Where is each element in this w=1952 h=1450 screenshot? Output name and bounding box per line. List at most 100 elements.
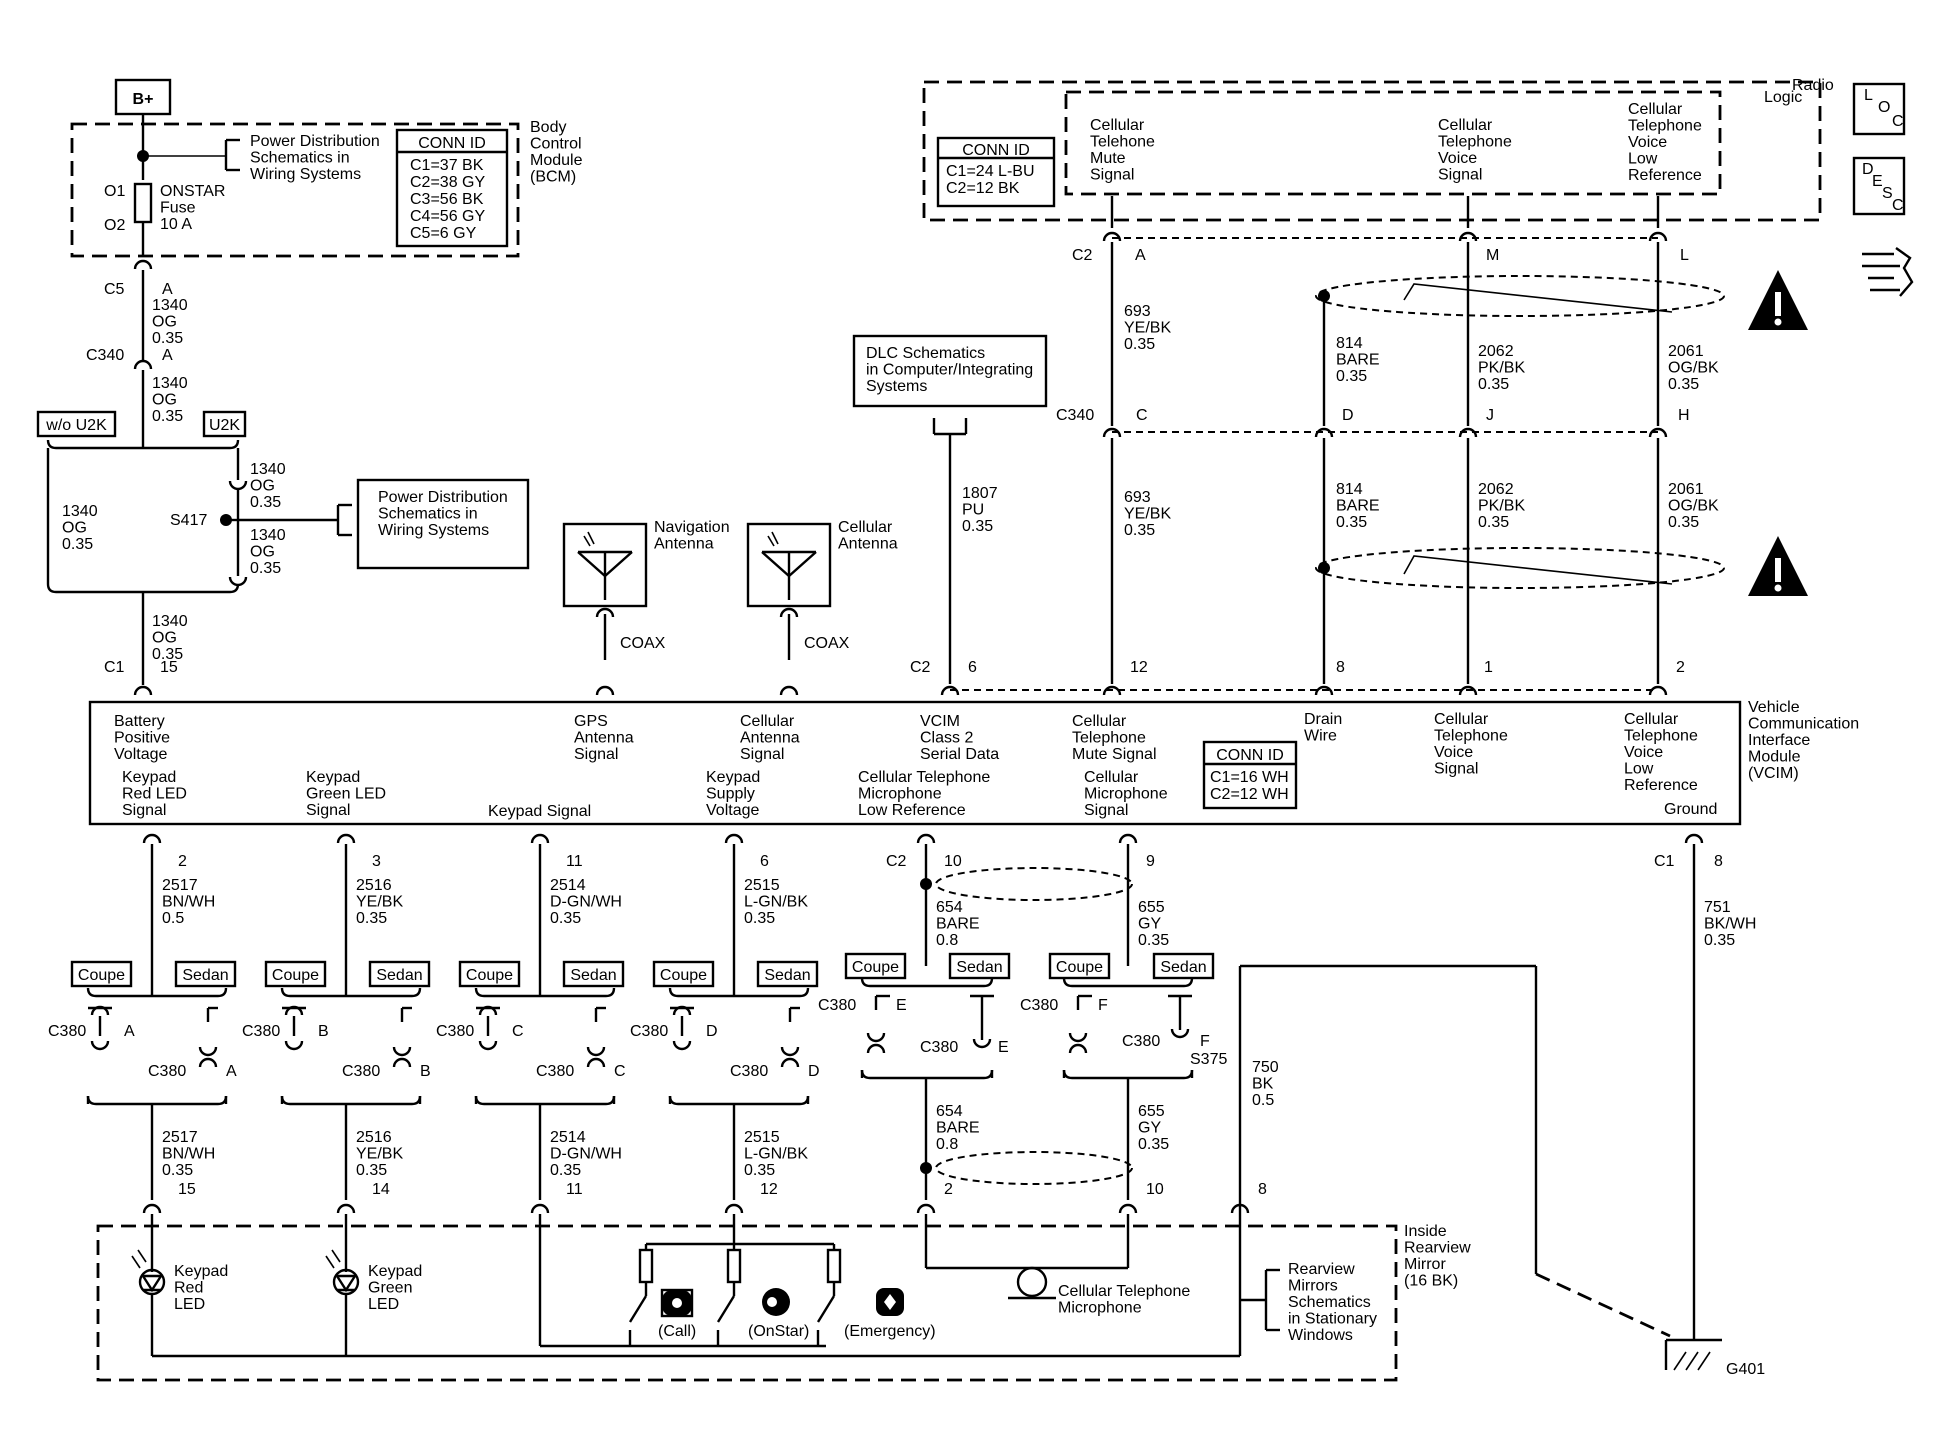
fuse-pin-o1: O1 [104, 183, 125, 200]
s417-bot [228, 576, 248, 587]
vcim-red-label: Signal [122, 802, 166, 819]
c380-e-coupe [866, 1032, 886, 1043]
s417-top [228, 480, 248, 491]
vcim-supply-label: Supply [706, 786, 755, 803]
mic-sedan-2-label: Sedan [1160, 959, 1206, 976]
c340-pin-a: A [162, 347, 173, 364]
radio-mute-label: Telehone [1090, 134, 1155, 151]
vcim-c1-terminal [142, 833, 162, 844]
vcim-c1-ground-label: C1 [1654, 853, 1675, 870]
wire [325, 1255, 335, 1269]
sedan-box [174, 960, 237, 988]
mirror-terminal [142, 1203, 162, 1214]
vcim-mute-label: Telephone [1072, 730, 1146, 747]
radio-pin-a: A [1135, 247, 1146, 264]
vcim-low-label: Telephone [1624, 728, 1698, 745]
wire-1340-f: OG [152, 630, 177, 647]
power-ref-2: Wiring Systems [378, 522, 489, 539]
wire-1340-d: 0.35 [250, 494, 281, 511]
wire-w2517b: 2517 [162, 1129, 198, 1146]
fuse-label: ONSTAR [160, 183, 225, 200]
c380-f-label: C380 [1020, 997, 1058, 1014]
connector-icon-hand [1895, 247, 1914, 297]
wire-1340-b: OG [152, 392, 177, 409]
c340-right-label: C340 [1056, 407, 1094, 424]
fuse-pin-o2: O2 [104, 217, 125, 234]
vcim-voice-label: Voice [1434, 744, 1473, 761]
wire [587, 531, 595, 545]
loc-icon-letter: C [1892, 113, 1904, 130]
coupe-box-label: Coupe [660, 967, 707, 984]
wire-w2514b: 2514 [550, 1129, 586, 1146]
rearview-ref: Rearview [1288, 1261, 1355, 1278]
vcim-c1-pin: 3 [372, 853, 381, 870]
wire-w2517a: 2517 [162, 877, 198, 894]
wire-654-a: 654 [936, 899, 963, 916]
wire-655-b: 0.35 [1138, 1136, 1169, 1153]
vcim-c1-pin: 2 [178, 853, 187, 870]
mic-coupe-1 [844, 952, 907, 980]
wire-1807: PU [962, 502, 984, 519]
bcm-conn-lines: C4=56 GY [410, 208, 485, 225]
wire-814-b: BARE [1336, 498, 1380, 515]
vcim-voice-label: Telephone [1434, 728, 1508, 745]
radio-mute-label: Signal [1090, 167, 1134, 184]
vcim-ground-terminal [1684, 833, 1704, 844]
c380-sedan [392, 1046, 412, 1057]
bcm-conn-lines: C2=38 GY [410, 174, 485, 191]
radio-voice-label: Telephone [1438, 134, 1512, 151]
switch-resistor [826, 1248, 842, 1284]
wire-693-a: YE/BK [1124, 320, 1171, 337]
wire-1807: 0.35 [962, 518, 993, 535]
bcm-label: Body [530, 119, 566, 136]
desc-icon [1852, 156, 1906, 216]
loc-icon-letter: O [1878, 99, 1890, 116]
wire-751: BK/WH [1704, 916, 1756, 933]
vcim-label: Vehicle [1748, 699, 1800, 716]
wire-751: 751 [1704, 899, 1731, 916]
cell-antenna-coax: COAX [804, 635, 850, 652]
dlc-ref: DLC Schematics [866, 345, 985, 362]
c380-e2-pin: E [998, 1039, 1009, 1056]
c380-e-sedan [972, 1038, 992, 1049]
wire-693-a: 693 [1124, 303, 1151, 320]
call-icon-dot [672, 1298, 682, 1308]
c380-pin: A [226, 1063, 237, 1080]
c380-f2-label: C380 [1122, 1033, 1160, 1050]
mirror-mic-terminal [1118, 1203, 1138, 1214]
radio-low-label: Cellular [1628, 101, 1683, 118]
mic-label: Cellular Telephone [1058, 1283, 1190, 1300]
c340-terminal [1102, 427, 1122, 438]
bcm-label: Module [530, 152, 583, 169]
c380-label: C380 [630, 1023, 668, 1040]
c380-e-label: C380 [818, 997, 856, 1014]
c380-pin: C [512, 1023, 524, 1040]
vcim-mic-low-label: Microphone [858, 786, 942, 803]
wire [816, 1295, 836, 1323]
radio-outline [922, 80, 1822, 222]
wire-693-a: 0.35 [1124, 336, 1155, 353]
mirror-mic-terminal [916, 1203, 936, 1214]
mirror-label: Inside [1404, 1223, 1447, 1240]
wire-w2516a: 0.35 [356, 910, 387, 927]
wire-654-b: 654 [936, 1103, 963, 1120]
wire-693-b: YE/BK [1124, 506, 1171, 523]
radio-low-label: Voice [1628, 134, 1667, 151]
nav-antenna-label: Navigation [654, 519, 730, 536]
vcim-label: Module [1748, 749, 1801, 766]
bcm-conn-id [395, 128, 509, 248]
sedan-box-label: Sedan [182, 967, 228, 984]
c340-terminal [1314, 427, 1334, 438]
wo-u2k-box-label: w/o U2K [45, 417, 107, 434]
vcim-serial-label: VCIM [920, 713, 960, 730]
wire-2061-b: 0.35 [1668, 514, 1699, 531]
vcim-pin-2: 2 [1676, 659, 1685, 676]
vcim-cell-ant-label: Antenna [740, 730, 800, 747]
wire-w2517b: BN/WH [162, 1146, 215, 1163]
cell-antenna-label: Cellular [838, 519, 893, 536]
vcim-conn-id [1202, 740, 1298, 810]
wo-u2k-box [36, 410, 117, 438]
u2k-box-label: U2K [209, 417, 240, 434]
c340-terminal [1458, 427, 1478, 438]
